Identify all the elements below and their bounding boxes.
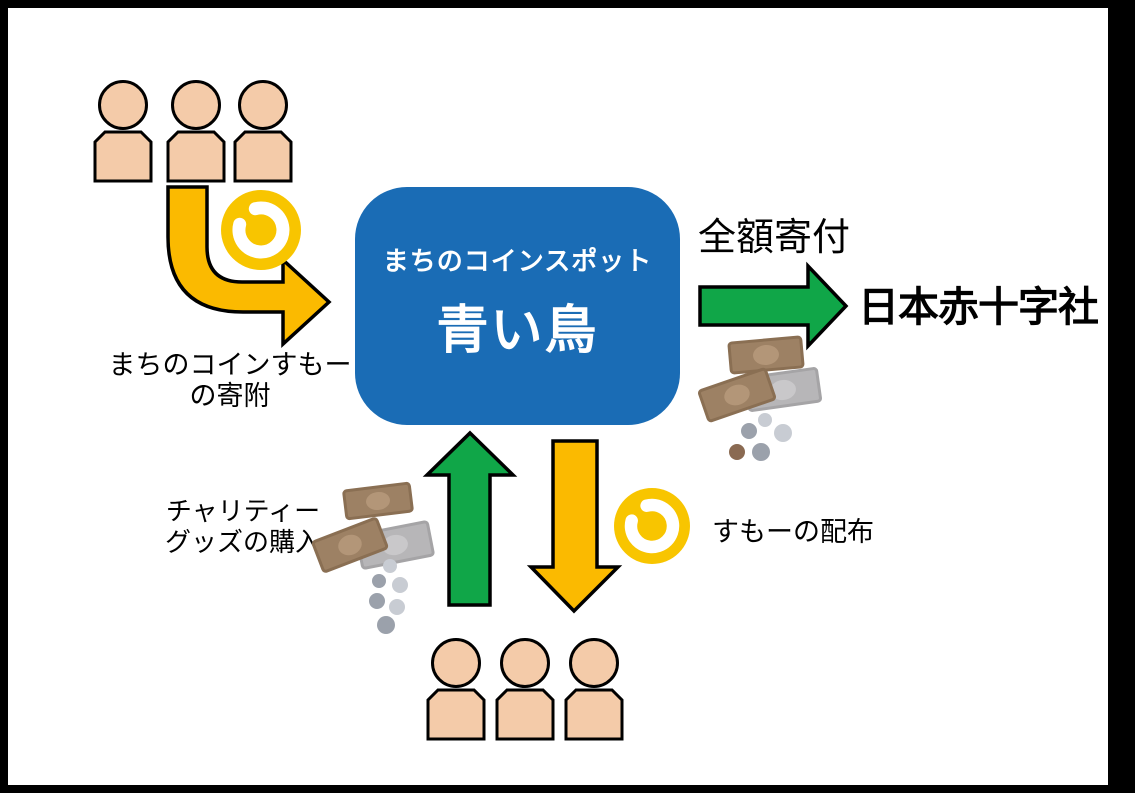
coin-spot-box: まちのコインスポット 青い鳥 [355,187,680,425]
purchase-label: チャリティー グッズの購入 [165,496,321,558]
full-donation-arrow [698,261,849,351]
arrow-shape [166,185,332,348]
donation-label-line1: まちのコインすもー [108,350,352,380]
donation-elbow-arrow [166,185,332,348]
banknote-brown [342,481,414,521]
person-icon [93,80,153,183]
coin-spiral-mark [232,201,290,259]
spot-box-subtitle: まちのコインスポット [382,246,653,276]
coin-shape [729,444,745,460]
coin-shape [741,423,757,439]
donation-label-line2: の寄附 [189,381,271,411]
coin-icon [221,190,301,270]
coin-shape [372,574,386,588]
coin-shape [377,616,395,634]
coin-shape [392,577,408,593]
coin-shape [383,559,397,573]
coin-icon [614,488,690,564]
money-icon [698,335,822,461]
distribution-down-arrow [526,439,623,614]
person-icon [495,638,555,741]
money-icon [311,481,435,634]
coin-shape [774,424,792,442]
distribution-label: すもーの配布 [712,517,874,547]
person-icon [166,80,226,183]
coin-shape [389,599,405,615]
purchase-label-line1: チャリティー [165,496,321,526]
coin-shape [752,443,770,461]
arrow-shape [526,439,623,614]
frame-border-right [1108,0,1135,793]
coin-shape [369,593,385,609]
arrow-shape [422,430,518,607]
full-donation-label: 全額寄付 [698,217,851,259]
arrow-shape [698,261,849,351]
frame-border-left [0,0,8,793]
recipient-label: 日本赤十字社 [858,284,1099,330]
person-icon [564,638,624,741]
purchase-up-arrow [422,430,518,607]
banknote-brown [698,367,776,423]
banknote-brown [727,335,805,375]
purchase-label-line2: グッズの購入 [164,527,322,557]
spot-box-title: 青い鳥 [436,302,599,360]
person-icon [426,638,486,741]
donation-label: まちのコインすもー の寄附 [109,350,352,412]
frame-border-top [0,0,1135,8]
banknote-brown [311,517,389,573]
frame-border-bottom [0,785,1135,793]
coin-shape [758,413,772,427]
person-icon [233,80,293,183]
coin-spiral-mark [624,498,680,554]
